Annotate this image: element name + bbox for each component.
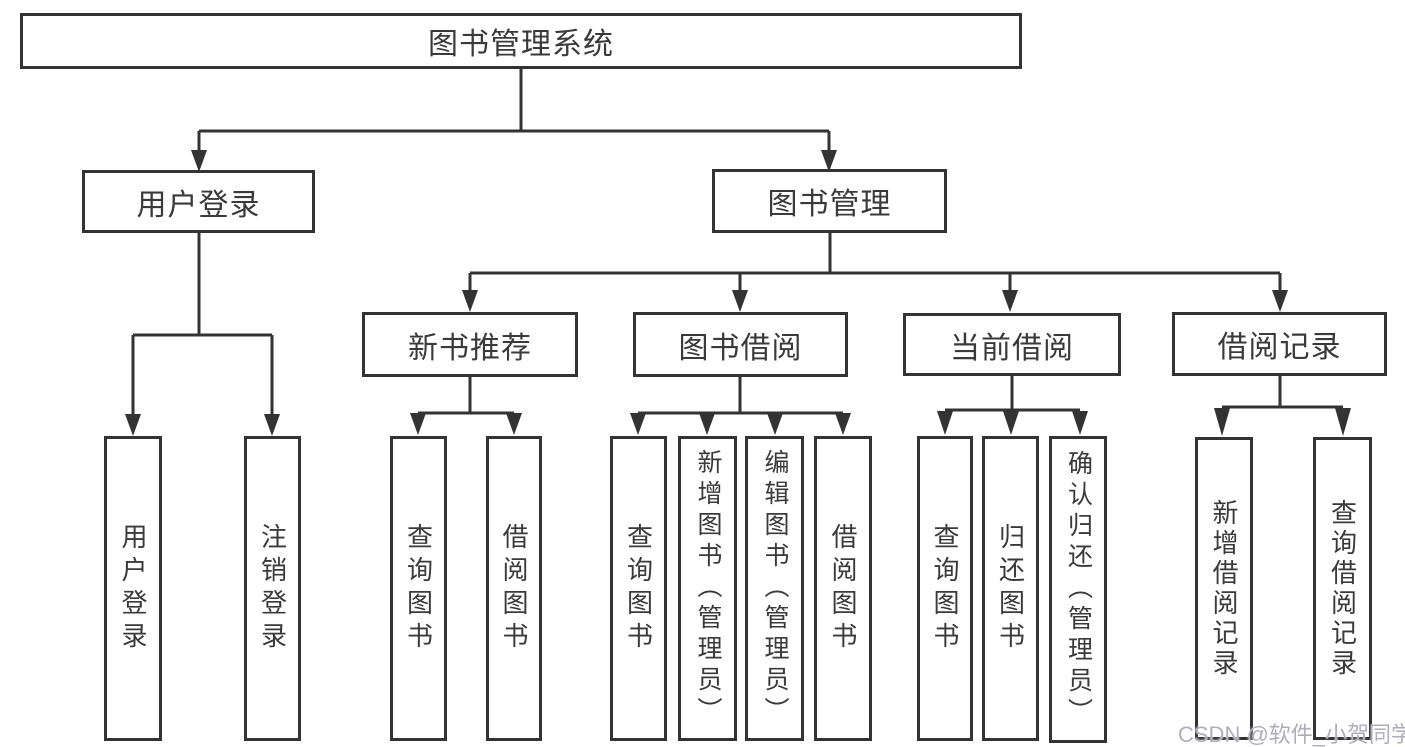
node-label: 图书管理 — [767, 188, 892, 221]
connector-lines — [131, 69, 1343, 416]
node-label: 用户登录 — [136, 188, 261, 222]
node-new-book-recommend: 新书推荐 — [362, 312, 578, 377]
node-leaf-add-book-admin: 新增图书（管理员） — [678, 436, 737, 741]
node-label: 用户登录 — [118, 522, 148, 655]
arrowhead-icon — [1272, 290, 1288, 312]
node-label: 借阅记录 — [1217, 331, 1342, 364]
node-label: 新增图书（管理员） — [694, 449, 722, 728]
node-label: 查询借阅记录 — [1327, 498, 1358, 679]
node-leaf-borrow-book: 借阅图书 — [814, 436, 872, 741]
arrowhead-icon — [767, 413, 783, 435]
node-label: 归还图书 — [995, 522, 1026, 655]
arrowhead-icon — [264, 414, 280, 436]
node-leaf-query-book-borrow: 查询图书 — [610, 436, 667, 741]
arrowhead-icon — [410, 413, 426, 435]
arrowhead-icon — [630, 413, 646, 435]
node-leaf-confirm-return-admin: 确认归还（管理员） — [1049, 436, 1107, 743]
arrowhead-icon — [1335, 408, 1351, 436]
node-library-system: 图书管理系统 — [20, 13, 1022, 69]
node-label: 图书管理系统 — [428, 28, 614, 61]
node-label: 编辑图书（管理员） — [761, 449, 789, 728]
arrowhead-icon — [506, 413, 522, 435]
arrowhead-icon — [821, 150, 837, 172]
node-label: 图书借阅 — [678, 331, 803, 365]
node-current-borrow: 当前借阅 — [903, 313, 1121, 376]
node-leaf-add-borrow-record: 新增借阅记录 — [1195, 437, 1253, 740]
arrowhead-icon — [191, 150, 207, 172]
csdn-watermark: CSDN @软件_小贺同学 — [1178, 722, 1405, 747]
node-label: 借阅图书 — [499, 522, 529, 655]
node-label: 确认归还（管理员） — [1064, 450, 1093, 729]
node-book-borrow: 图书借阅 — [633, 312, 848, 377]
arrowhead-icon — [1003, 411, 1019, 435]
node-user-login: 用户登录 — [82, 170, 315, 233]
node-leaf-query-borrow-record: 查询借阅记录 — [1313, 437, 1372, 740]
arrowhead-icon — [937, 411, 953, 435]
node-label: 查询图书 — [623, 522, 654, 655]
arrowheads — [125, 150, 1351, 436]
arrowhead-icon — [125, 414, 141, 436]
arrowhead-icon — [1002, 290, 1018, 312]
node-leaf-query-book-current: 查询图书 — [917, 436, 973, 741]
node-label: 查询图书 — [403, 522, 434, 655]
arrowhead-icon — [1214, 408, 1230, 436]
arrowhead-icon — [699, 413, 715, 435]
arrowhead-icon — [1072, 411, 1088, 435]
node-label: 新书推荐 — [408, 331, 532, 365]
node-label: 当前借阅 — [950, 331, 1074, 365]
arrowhead-icon — [732, 290, 748, 312]
node-leaf-edit-book-admin: 编辑图书（管理员） — [745, 436, 804, 741]
node-leaf-user-login: 用户登录 — [104, 436, 162, 741]
node-book-management: 图书管理 — [712, 169, 947, 233]
node-label: 注销登录 — [257, 522, 288, 655]
node-leaf-logout: 注销登录 — [244, 436, 301, 741]
node-label: 查询图书 — [930, 522, 960, 655]
arrowhead-icon — [462, 290, 478, 312]
node-leaf-return-book: 归还图书 — [982, 436, 1039, 741]
node-label: 借阅图书 — [828, 522, 858, 655]
node-borrow-records: 借阅记录 — [1172, 312, 1387, 376]
node-label: 新增借阅记录 — [1209, 498, 1239, 679]
arrowhead-icon — [835, 413, 851, 435]
node-leaf-borrow-book-recommend: 借阅图书 — [486, 436, 542, 741]
node-leaf-query-book-recommend: 查询图书 — [390, 436, 447, 741]
